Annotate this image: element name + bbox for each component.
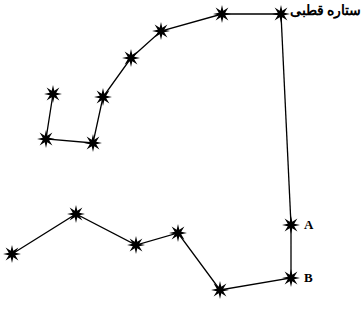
pointer-line: [281, 14, 291, 225]
little-dipper-line: [46, 14, 281, 143]
stars: [3, 5, 300, 299]
point-label: A: [304, 218, 313, 232]
point-label: B: [304, 271, 313, 285]
big-dipper-line: [12, 214, 291, 290]
star-name: ستاره قطبی: [290, 3, 362, 18]
